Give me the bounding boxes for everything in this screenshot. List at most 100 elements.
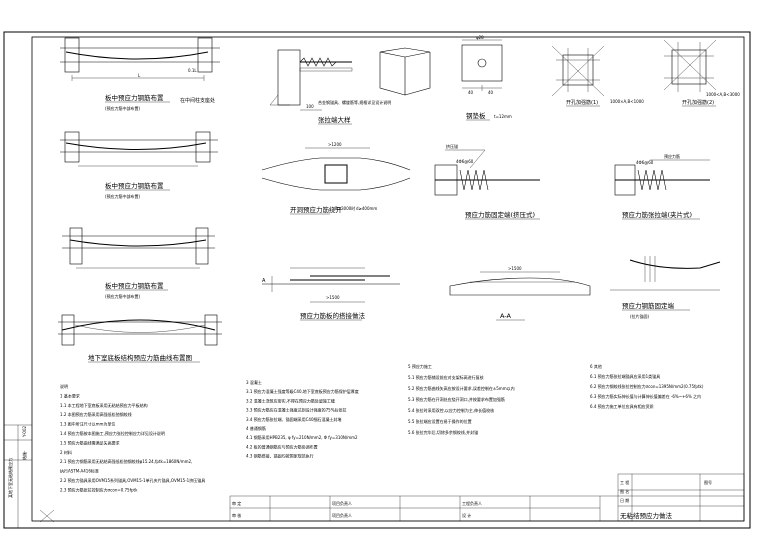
d9-note2: d≥400mm: [356, 206, 377, 211]
d2-sub: (预应力筋中部布置): [105, 193, 141, 199]
detail-bearing-plate: φ28 40 40 钢垫板 t=12mm: [461, 35, 512, 121]
detail-slab-tendon-3: 板中预应力钢筋布置 (预应力筋中部布置): [62, 227, 215, 299]
detail-fixed-end: 预应力钢筋固定端 (拉片锚固): [610, 256, 721, 319]
note-line: 4.3 钢筋搭接、锚固均按国家规范执行: [246, 453, 314, 459]
d10-caption: 预应力筋固定端(挤压式): [465, 210, 535, 219]
d13-caption: A-A: [500, 312, 512, 320]
d12-caption: 预应力筋板的搭接做法: [300, 311, 366, 320]
note-line: 5.5 张拉端应设置在易于操作的位置: [408, 418, 472, 424]
d3-sub: (预应力筋中部布置): [105, 293, 141, 299]
detail-opening-rebar-1: 开孔加强筋(1) 1000×A,B<1000: [551, 45, 644, 107]
note-line: 5.3 预应力筋在开洞处应绕开洞口,并按要求布置加强筋: [408, 396, 505, 402]
note-line: 1.3 图中所注尺寸以mm为单位: [60, 421, 115, 427]
d7-caption: 开孔加强筋(1): [566, 99, 598, 106]
d8-note: 1000<A,B<3000: [706, 92, 740, 97]
d6-dim-a: 40: [468, 90, 474, 95]
d11-spiral: 4Φ6@60: [636, 160, 654, 165]
sidebar-strip: 某地下室无粘结预应力 结施- Y-002: [4, 424, 32, 528]
d9-dim: >1200: [328, 142, 342, 147]
detail-basement-slab: 地下室底板结构预应力筋曲线布置图: [58, 314, 222, 363]
detail-section-aa: >1500 A-A: [449, 266, 591, 321]
note-line: 3.1 预应力混凝土强度等级C40,地下室底板预应力筋保护层厚度: [246, 388, 359, 394]
d1-caption: 板中预应力钢筋布置: [105, 93, 164, 102]
note-line: 3.4 预应力筋张拉端、锚固端采用C40细石混凝土封堵: [246, 416, 342, 422]
outer-border: [3, 31, 751, 529]
d1-dim-L: L: [138, 73, 141, 78]
detail-slab-tendon-1: L 0.1L 在中间柱支座处 板中预应力钢筋布置 (预应力筋中部布置): [60, 37, 220, 111]
note-line: 2 材料: [60, 449, 72, 455]
title-block-cell: 工程负责人: [462, 500, 482, 506]
note-line: 3.3 预应力筋应在混凝土强度达到设计强度的75%后张拉: [246, 407, 347, 413]
d6-dim-top: φ28: [476, 35, 484, 40]
note-line: 6 其他: [590, 363, 602, 369]
d2-caption: 板中预应力钢筋布置: [105, 181, 164, 190]
note-line: 2.3 预应力筋张拉控制应力σcon=0.75fptk: [60, 486, 138, 492]
note-line: 1 基本要求: [60, 392, 80, 398]
note-line: 5.6 张拉完毕后,切除多余钢绞线,并封锚: [408, 429, 478, 435]
title-block: 审 定项目负责人工程负责人审 核项目负责人设 计工 程图 名日 期图号 无粘结预…: [229, 473, 745, 522]
notes-col4: 6 其他 6.1 预应力筋张拉端锚具应采用1类锚具 6.2 预应力钢绞线张拉控制应力…: [590, 363, 704, 409]
d12-dim: >1500: [326, 295, 340, 300]
note-line: 4.1 钢筋采用HPB235, φ fy=210N/mm2, Φ fy=310N…: [246, 434, 358, 440]
note-line: 6.3 预应力筋实际伸长值与计算伸长值偏差在 -6%~+6% 之内: [590, 393, 701, 399]
detail-fixed-end-extrusion: 挤压锚 4Φ6@60 预应力筋固定端(挤压式): [434, 143, 540, 220]
drawing-name: 无粘结预应力做法: [620, 511, 673, 520]
title-block-value: 图号: [704, 479, 712, 485]
note-line: 3 混凝土: [246, 379, 262, 385]
note-line: 4 普通钢筋: [246, 425, 266, 431]
note-line: 3.2 混凝土浇筑应密实,不得在预应力筋处留施工缝: [246, 397, 335, 403]
title-block-label: 图 名: [620, 488, 629, 494]
d5-note: 合金钢锚具、螺旋筋等,规格详见设计说明: [318, 99, 391, 105]
d7-note: 1000×A,B<1000: [610, 99, 644, 104]
sidebar-no: 结施-: [21, 450, 27, 460]
note-line: 6.2 预应力钢绞线张拉控制应力σcon=1395N/mm2(0.75fptk): [590, 383, 704, 389]
note-line: 4.2 板的普通钢筋应与预应力筋协调布置: [246, 443, 318, 449]
d9-caption: 开洞预应力筋绕开: [290, 205, 343, 214]
note-line: 1.2 本图预应力筋采用高强低松弛钢绞线: [60, 411, 132, 417]
note-line: 5.2 预应力筋曲线矢高应按设计要求,误差控制在±5mm以内: [408, 385, 515, 391]
note-line: 5.1 预应力筋铺设前应对支架标高进行复核: [408, 374, 484, 380]
note-line: 2.1 预应力钢筋采用无粘结高强低松弛钢绞线φ15.24,fptk=1860N/…: [60, 458, 192, 464]
sidebar-code: Y-002: [22, 425, 27, 438]
note-line: 5.4 张拉时采用双控,以应力控制为主,伸长值校核: [408, 407, 494, 413]
note-line: 执行ASTM-A416标准: [60, 468, 99, 474]
anchor-block-iso: [379, 47, 431, 96]
detail-tension-end: 100 合金钢锚具、螺旋筋等,规格详见设计说明 张拉端大样: [269, 47, 431, 125]
d5-caption: 张拉端大样: [318, 115, 351, 124]
d1-sub: (预应力筋中部布置): [105, 105, 141, 111]
title-block-cell: 设 计: [462, 512, 471, 518]
title-block-cell: 项目负责人: [332, 500, 352, 506]
d11-label: 预应力筋: [664, 153, 680, 159]
note-line: 6.4 预应力施工单位应具有相应资质: [590, 403, 654, 409]
d8-caption: 开孔加强筋(2): [682, 99, 714, 106]
title-block-cell: 审 定: [232, 500, 241, 506]
d12-label-a: A: [262, 278, 266, 284]
d9-note1: R>3000时: [335, 205, 355, 211]
detail-tension-end-clip: 预应力筋 4Φ6@60 预应力筋张拉端(夹片式): [614, 153, 710, 220]
note-line: 2.2 预应力锚具采用OVM15系列锚具,OVM15-1单孔夹片锚具,OVM15…: [60, 477, 205, 483]
d6-thick: t=12mm: [494, 114, 512, 119]
note-line: 说明: [60, 383, 68, 389]
detail-slab-tendon-2: 板中预应力钢筋布置 (预应力筋中部布置): [60, 131, 218, 199]
d10-label: 挤压锚: [446, 143, 458, 149]
d6-dim-b: 40: [488, 90, 494, 95]
title-block-cell: 项目负责人: [332, 512, 352, 518]
notes-col2: 3 混凝土 3.1 预应力混凝土强度等级C40,地下室底板预应力筋保护层厚度 3.2…: [246, 379, 359, 459]
d13-dim: >1500: [508, 266, 522, 271]
d14-sub: (拉片锚固): [630, 313, 650, 319]
title-block-label: 工 程: [620, 479, 629, 485]
sidebar-title: 某地下室无粘结预应力: [7, 458, 13, 498]
notes-col3: 5 预应力施工 5.1 预应力筋铺设前应对支架标高进行复核 5.2 预应力筋曲线矢高…: [408, 363, 515, 435]
title-block-cell: 审 核: [232, 512, 241, 518]
d1-dim-r: 0.1L: [188, 68, 197, 73]
note-line: 5 预应力施工: [408, 363, 432, 369]
d11-caption: 预应力筋张拉端(夹片式): [622, 210, 692, 219]
d3-caption: 板中预应力钢筋布置: [105, 281, 164, 290]
detail-opening-bypass: >1200 开洞预应力筋绕开 R>3000时 d≥400mm: [261, 142, 411, 215]
d14-caption: 预应力钢筋固定端: [622, 301, 675, 310]
d4-caption: 地下室底板结构预应力筋曲线布置图: [88, 353, 192, 362]
note-line: 6.1 预应力筋张拉端锚具应采用1类锚具: [590, 373, 660, 379]
note-line: 1.4 预应力筋按本图施工,预应力张拉控制应力详见设计说明: [60, 430, 165, 436]
